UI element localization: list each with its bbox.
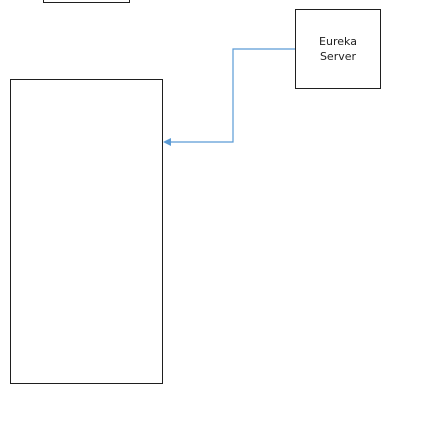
eureka-server-label: Eureka Server	[319, 35, 357, 63]
eureka-server-box: Eureka Server	[295, 9, 381, 89]
left-service-box	[10, 79, 163, 384]
arrowhead-icon	[163, 138, 171, 146]
connector-line	[170, 48, 295, 143]
top-partial-box	[43, 0, 130, 3]
